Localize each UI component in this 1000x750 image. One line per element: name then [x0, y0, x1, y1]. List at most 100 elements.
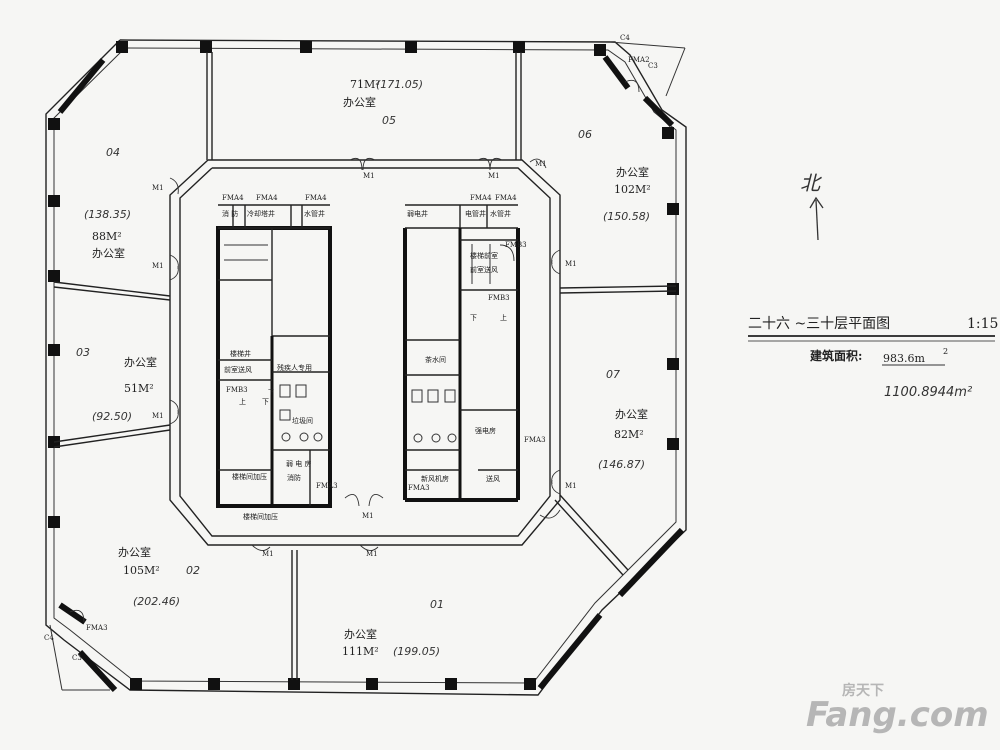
label-up: 上 — [239, 397, 246, 406]
room-06-num: 06 — [578, 128, 592, 141]
room-04-area: 88M² — [92, 230, 122, 243]
room-03-hw: (92.50) — [92, 410, 132, 423]
room-04-hw: (138.35) — [84, 208, 131, 221]
label-press-air: 前室送风 — [470, 265, 498, 274]
room-03-area: 51M² — [124, 382, 154, 395]
tag-m1-l1: M1 — [152, 184, 164, 192]
tag-fma3-bot: FMA3 — [86, 624, 108, 632]
label-refuse: 垃圾间 — [292, 416, 313, 425]
label-lift-press: 前室送风 — [224, 365, 252, 374]
room-03-name: 办公室 — [124, 355, 157, 369]
room-07-hw: (146.87) — [598, 458, 645, 471]
room-01: 01 办公室 111M² (199.05) — [342, 598, 444, 658]
tag-m1-bot3: M1 — [366, 550, 378, 558]
room-01-area: 111M² — [342, 645, 379, 658]
label-freshair: 新风机房 — [421, 474, 449, 483]
corridor — [169, 159, 561, 546]
room-06: 06 办公室 102M² (150.58) — [578, 128, 651, 223]
tag-fma4-3: FMA4 — [305, 194, 327, 202]
room-02-area: 105M² — [123, 564, 160, 577]
label-lobby-hall: 楼梯间加压 — [243, 512, 278, 521]
plan-title: 二十六 ~三十层平面图 — [748, 316, 890, 332]
room-05-name: 办公室 — [343, 95, 376, 109]
north-arrow: 北 — [800, 171, 824, 241]
label-jk: 楼梯前室 — [470, 251, 498, 260]
svg-text:下: 下 — [268, 389, 274, 396]
room-04-name: 办公室 — [92, 246, 125, 260]
watermark-cn: 房天下 — [842, 682, 884, 699]
tag-m1-l3: M1 — [152, 412, 164, 420]
tag-c4-top: C4 — [620, 34, 630, 42]
partitions — [53, 52, 677, 680]
room-02-name: 办公室 — [118, 545, 151, 559]
room-07-area: 82M² — [614, 428, 644, 441]
tag-fma4-1: FMA4 — [222, 194, 244, 202]
room-07-num: 07 — [606, 368, 620, 381]
room-03: 03 办公室 51M² (92.50) — [76, 346, 157, 423]
watermark-en: Fang.com — [806, 695, 989, 735]
tag-fmb3-3: FMB3 — [226, 386, 248, 394]
room-07: 07 办公室 82M² (146.87) — [598, 368, 648, 471]
label-elec: 弱电井 — [407, 209, 428, 218]
tag-m1-top2: M1 — [488, 172, 500, 180]
room-02-hw: (202.46) — [133, 595, 180, 608]
room-05: 71M² (171.05) 办公室 05 — [343, 78, 423, 127]
room-02: 办公室 105M² 02 (202.46) — [118, 545, 200, 608]
room-01-num: 01 — [430, 598, 444, 611]
doors — [69, 79, 640, 623]
label-fire2: 消防 — [287, 473, 301, 482]
columns — [48, 41, 679, 690]
label-elec-wall: 弱 电 房 — [286, 459, 311, 468]
tag-m1-bot2: M1 — [262, 550, 274, 558]
room-01-name: 办公室 — [344, 627, 377, 641]
room-01-hw: (199.05) — [393, 645, 440, 658]
room-05-hw: (171.05) — [376, 78, 423, 91]
label-down: 下 — [262, 398, 269, 406]
room-07-name: 办公室 — [615, 407, 648, 421]
room-06-hw: (150.58) — [603, 210, 650, 223]
area-value: 983.6m — [883, 352, 925, 365]
tag-m1-top: M1 — [363, 172, 375, 180]
tag-c3-top: C3 — [648, 62, 658, 70]
label-shaft: 楼梯井 — [230, 349, 251, 358]
plan-scale: 1:15 — [967, 316, 998, 332]
door-tags: M1 M1 M1 M1 M1 M1 FMA4 FMA4 FMA4 FMA4 FM… — [44, 34, 658, 662]
outer-outline — [45, 39, 687, 696]
label-power-room: 强电房 — [475, 426, 496, 435]
label-air: 送风 — [486, 474, 500, 483]
label-rest: 残疾人专用 — [277, 363, 312, 372]
label-down-2: 下 — [470, 314, 477, 322]
area-label: 建筑面积: — [809, 348, 862, 363]
room-03-num: 03 — [76, 346, 90, 359]
label-fire: 消 防 — [222, 209, 238, 218]
label-elec2: 电管井 — [465, 209, 486, 218]
tag-fma4-5: FMA4 — [495, 194, 517, 202]
room-02-num: 02 — [186, 564, 200, 577]
tag-fmb3-2: FMB3 — [488, 294, 510, 302]
tag-c3-bot: C3 — [72, 654, 82, 662]
room-04-num: 04 — [106, 146, 120, 159]
room-06-area: 102M² — [614, 183, 651, 196]
tag-m1-r1: M1 — [565, 260, 577, 268]
tag-m1-l2: M1 — [152, 262, 164, 270]
room-05-num: 05 — [382, 114, 396, 127]
label-pressurize: 楼梯间加压 — [232, 472, 267, 481]
label-water2: 水管井 — [490, 209, 511, 218]
area-sup: 2 — [943, 347, 948, 356]
area-handwritten: 1100.8944m² — [884, 385, 972, 400]
room-04: 04 (138.35) 88M² 办公室 — [84, 146, 131, 260]
label-water-pipe: 水管井 — [304, 209, 325, 218]
watermark: 房天下 Fang.com — [806, 682, 989, 735]
tag-fmb3: FMB3 — [505, 241, 527, 249]
tag-m1-r2: M1 — [565, 482, 577, 490]
tag-c4-bot: C4 — [44, 634, 54, 642]
title-block: 二十六 ~三十层平面图 1:15 建筑面积: 983.6m 2 1100.894… — [748, 316, 998, 400]
north-label: 北 — [800, 171, 822, 195]
label-up-2: 上 — [500, 313, 507, 322]
tag-fma3-l: FMA3 — [316, 482, 338, 490]
tag-fma3-m: FMA3 — [408, 484, 430, 492]
tag-fma4-2: FMA4 — [256, 194, 278, 202]
tag-m1-bot: M1 — [362, 512, 374, 520]
room-06-name: 办公室 — [616, 165, 649, 179]
tag-m1-top3: M1 — [535, 160, 547, 168]
